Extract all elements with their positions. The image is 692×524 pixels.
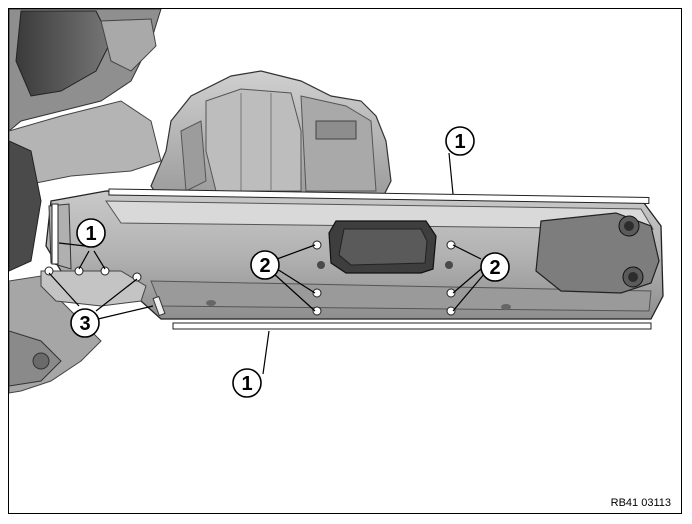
marker-center-4 [446,240,456,250]
transmission-housing [150,70,392,202]
marker-left-4 [132,272,142,282]
marker-center-1 [312,240,322,250]
svg-text:2: 2 [489,257,500,279]
background-structure [9,9,162,394]
marker-center-3 [312,306,322,316]
svg-text:2: 2 [259,255,270,277]
callout-1-bottom: 1 [232,368,262,398]
callout-3: 3 [70,308,100,338]
cross-member-beam [40,190,664,320]
reference-code: RB41 03113 [610,497,671,509]
edge-strips [51,188,652,330]
marker-left-1 [44,266,54,276]
marker-center-6 [446,306,456,316]
callout-1-left: 1 [76,218,106,248]
svg-text:1: 1 [454,131,465,153]
marker-center-2 [312,288,322,298]
floor-member-illustration: 1 1 1 2 2 3 [9,9,664,398]
leader-lines [48,152,486,375]
callout-2-left: 2 [250,250,280,280]
marker-left-2 [74,266,84,276]
marker-points [44,240,456,316]
marker-center-5 [446,288,456,298]
svg-text:1: 1 [241,373,252,395]
svg-text:3: 3 [79,313,90,335]
diagram-frame: 1 1 1 2 2 3 RB41 03113 [8,8,682,514]
svg-text:1: 1 [85,223,96,245]
marker-left-3 [100,266,110,276]
callout-2-right: 2 [480,252,510,282]
callout-1-top: 1 [445,126,475,156]
